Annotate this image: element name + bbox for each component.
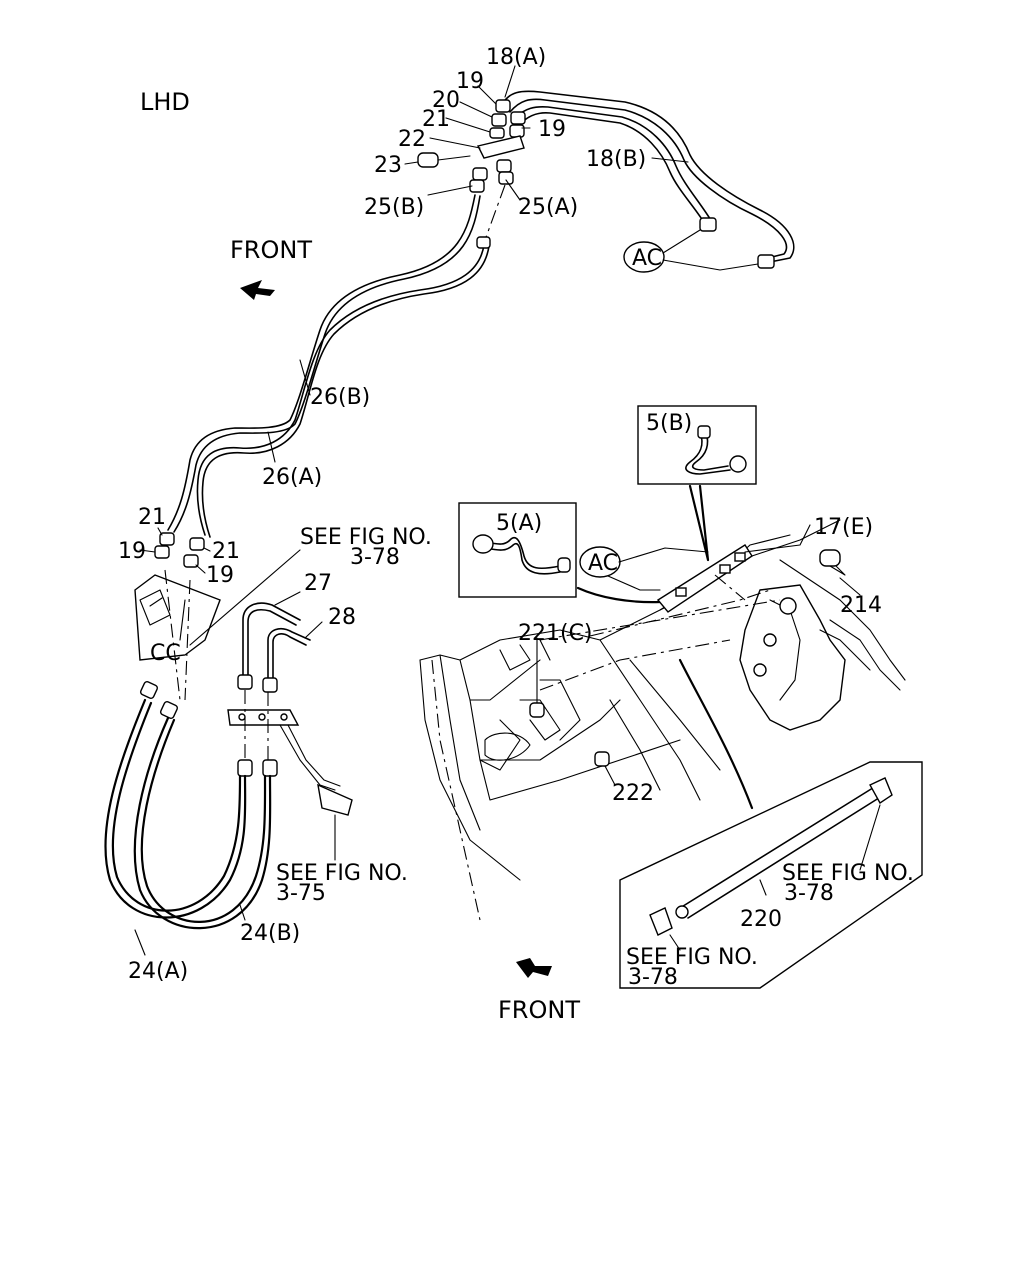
label-21-right: 21 bbox=[212, 539, 240, 564]
label-see-fig-375-line2: 3-75 bbox=[276, 881, 326, 906]
label-22: 22 bbox=[398, 127, 426, 152]
ac-callout-circle bbox=[623, 241, 665, 273]
label-see-fig-378-b-line1: SEE FIG NO. bbox=[782, 861, 914, 886]
label-lhd: LHD bbox=[140, 88, 190, 116]
label-5a: 5(A) bbox=[496, 511, 542, 536]
label-25b: 25(B) bbox=[364, 195, 424, 220]
label-27: 27 bbox=[304, 571, 332, 596]
label-front-top: FRONT bbox=[230, 236, 312, 264]
label-19-top-right: 19 bbox=[538, 117, 566, 142]
upper-pipe-assembly bbox=[167, 65, 795, 538]
label-26b: 26(B) bbox=[310, 385, 370, 410]
front-arrow-top bbox=[240, 280, 275, 300]
label-24a: 24(A) bbox=[128, 959, 188, 984]
label-214: 214 bbox=[840, 593, 882, 618]
label-19-left: 19 bbox=[118, 539, 146, 564]
label-21-top: 21 bbox=[422, 107, 450, 132]
label-28: 28 bbox=[328, 605, 356, 630]
label-220: 220 bbox=[740, 907, 782, 932]
labels: LHD FRONT FRONT 18(A) 18(B) 19 19 20 21 … bbox=[118, 45, 914, 1024]
cab-scene bbox=[419, 405, 923, 989]
label-26a: 26(A) bbox=[262, 465, 322, 490]
label-221c: 221(C) bbox=[518, 621, 593, 646]
label-222: 222 bbox=[612, 781, 654, 806]
label-24b: 24(B) bbox=[240, 921, 300, 946]
label-18a: 18(A) bbox=[486, 45, 546, 70]
label-ac-top: AC bbox=[632, 246, 662, 271]
label-20: 20 bbox=[432, 88, 460, 113]
label-cc: CC bbox=[150, 641, 181, 666]
left-hose-assembly bbox=[104, 527, 353, 956]
label-19-top-left: 19 bbox=[456, 69, 484, 94]
label-see-fig-378-c-line2: 3-78 bbox=[628, 965, 678, 990]
front-arrow-bottom bbox=[516, 958, 552, 978]
label-ac-mid: AC bbox=[588, 551, 618, 576]
label-see-fig-378-a-line2: 3-78 bbox=[350, 545, 400, 570]
label-see-fig-375-line1: SEE FIG NO. bbox=[276, 861, 408, 886]
label-23: 23 bbox=[374, 153, 402, 178]
label-see-fig-378-b-line2: 3-78 bbox=[784, 881, 834, 906]
label-17e: 17(E) bbox=[814, 515, 873, 540]
label-25a: 25(A) bbox=[518, 195, 578, 220]
label-5b: 5(B) bbox=[646, 411, 692, 436]
label-front-bottom: FRONT bbox=[498, 996, 580, 1024]
label-19-right: 19 bbox=[206, 563, 234, 588]
label-21-left: 21 bbox=[138, 505, 166, 530]
label-see-fig-378-c-line1: SEE FIG NO. bbox=[626, 945, 758, 970]
label-see-fig-378-a-line1: SEE FIG NO. bbox=[300, 525, 432, 550]
label-18b: 18(B) bbox=[586, 147, 646, 172]
